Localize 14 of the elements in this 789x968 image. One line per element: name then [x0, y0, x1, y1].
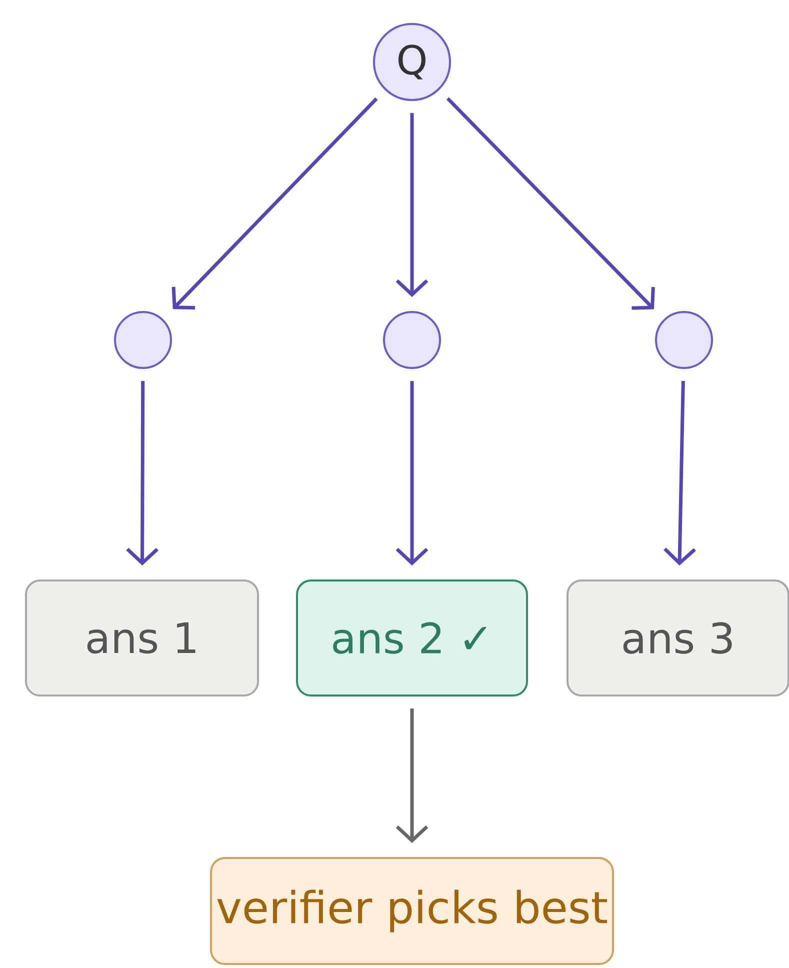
arrow: [446, 97, 655, 310]
step-circle: [655, 311, 713, 369]
arrow: [172, 97, 378, 310]
arrow: [396, 113, 428, 297]
verifier-box: verifier picks best: [210, 857, 614, 965]
arrow: [396, 381, 428, 566]
arrow: [126, 381, 158, 566]
answer-box: ans 1: [25, 580, 259, 696]
answer-box: ans 3: [566, 580, 789, 696]
arrow: [664, 380, 696, 566]
answer-box: ans 2 ✓: [296, 580, 528, 696]
step-circle: [114, 311, 172, 369]
arrow: [396, 708, 428, 843]
step-circle: [383, 311, 441, 369]
